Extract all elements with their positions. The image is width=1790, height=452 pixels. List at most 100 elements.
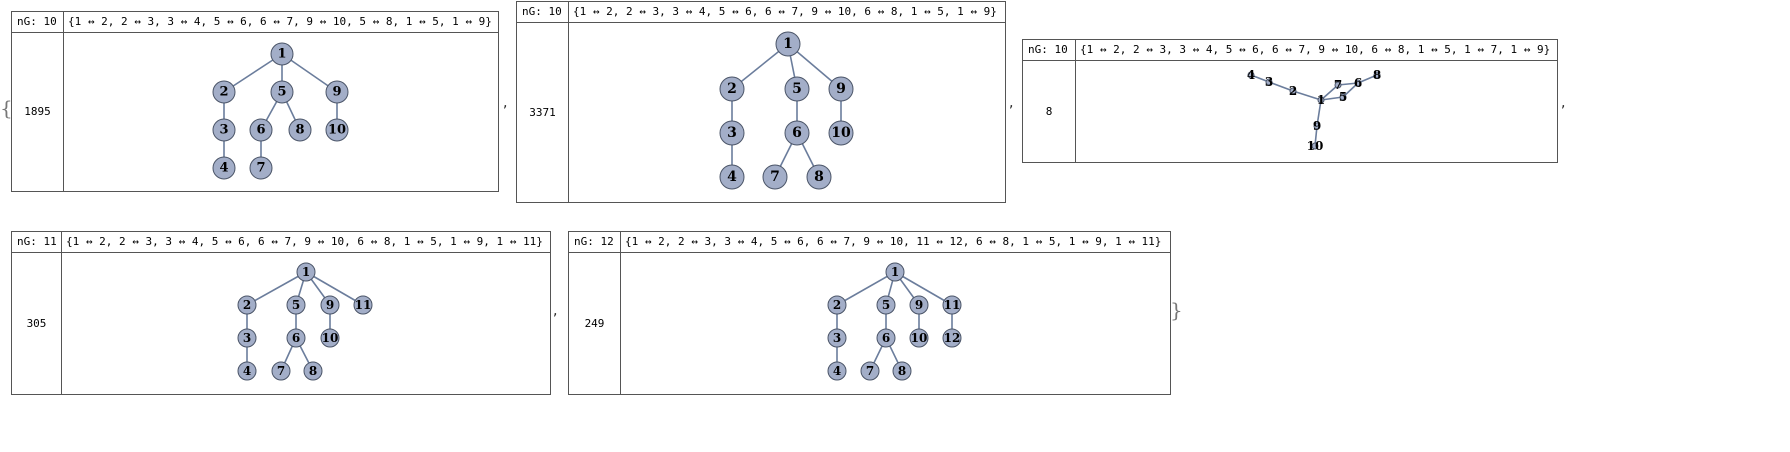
graph-node-6 bbox=[876, 328, 896, 348]
graph-node-7 bbox=[1334, 81, 1342, 89]
graph-node-2 bbox=[237, 295, 257, 315]
graph-node-label-2: 2 bbox=[833, 298, 841, 312]
graph-node-9 bbox=[320, 295, 340, 315]
graph-panel-2: nG: 10 {1 ↔ 2, 2 ↔ 3, 3 ↔ 4, 5 ↔ 6, 6 ↔ … bbox=[516, 1, 1006, 203]
graph-node-6 bbox=[249, 118, 273, 142]
separator-comma: , bbox=[1009, 95, 1014, 111]
list-open-brace: { bbox=[0, 96, 13, 120]
graph-node-5 bbox=[876, 295, 896, 315]
panel-header: nG: 11 {1 ↔ 2, 2 ↔ 3, 3 ↔ 4, 5 ↔ 6, 6 ↔ … bbox=[12, 232, 550, 253]
graph-node-7 bbox=[249, 156, 273, 180]
graph-node-11 bbox=[942, 295, 962, 315]
graph-node-1 bbox=[296, 262, 316, 282]
panel-header: nG: 10 {1 ↔ 2, 2 ↔ 3, 3 ↔ 4, 5 ↔ 6, 6 ↔ … bbox=[12, 12, 498, 33]
graph-node-label-4: 4 bbox=[243, 364, 251, 378]
graph-node-label-9: 9 bbox=[915, 298, 923, 312]
panel-header: nG: 10 {1 ↔ 2, 2 ↔ 3, 3 ↔ 4, 5 ↔ 6, 6 ↔ … bbox=[1023, 40, 1557, 61]
graph-node-label-8: 8 bbox=[814, 169, 824, 185]
graph-node-4 bbox=[237, 361, 257, 381]
count-value: 249 bbox=[569, 252, 621, 394]
graph-edge-1-2 bbox=[1292, 90, 1322, 101]
separator-comma: , bbox=[1561, 95, 1566, 111]
graph-node-label-6: 6 bbox=[292, 331, 300, 345]
graph-node-label-9: 9 bbox=[326, 298, 334, 312]
graph-node-12 bbox=[942, 328, 962, 348]
graph-node-2 bbox=[827, 295, 847, 315]
graph-node-label-10: 10 bbox=[831, 125, 851, 141]
graph-node-9 bbox=[909, 295, 929, 315]
graph-node-label-2: 2 bbox=[1289, 84, 1297, 98]
graph-node-3 bbox=[1265, 78, 1273, 86]
graph-node-label-4: 4 bbox=[219, 161, 228, 176]
count-value: 305 bbox=[12, 252, 62, 394]
panel-header: nG: 10 {1 ↔ 2, 2 ↔ 3, 3 ↔ 4, 5 ↔ 6, 6 ↔ … bbox=[517, 2, 1005, 23]
graph-edge-2-3 bbox=[1268, 81, 1294, 92]
graph-node-label-8: 8 bbox=[295, 123, 304, 138]
graph-node-label-9: 9 bbox=[836, 81, 846, 97]
graph-node-8 bbox=[1373, 71, 1381, 79]
ng-label: nG: 11 bbox=[12, 232, 62, 252]
graph-node-10 bbox=[909, 328, 929, 348]
graph-node-2 bbox=[212, 80, 236, 104]
graph-node-label-1: 1 bbox=[277, 47, 286, 62]
graph-node-10 bbox=[320, 328, 340, 348]
graph-edge-1-7 bbox=[1320, 84, 1339, 101]
graph-node-label-10: 10 bbox=[1307, 139, 1324, 153]
graph-node-5 bbox=[270, 80, 294, 104]
edge-list-text: {1 ↔ 2, 2 ↔ 3, 3 ↔ 4, 5 ↔ 6, 6 ↔ 7, 9 ↔ … bbox=[66, 235, 543, 248]
graph-node-4 bbox=[827, 361, 847, 381]
graph-node-label-3: 3 bbox=[219, 123, 228, 138]
graph-edge-1-2 bbox=[223, 53, 283, 93]
graph-node-label-4: 4 bbox=[833, 364, 841, 378]
graph-node-8 bbox=[303, 361, 323, 381]
panel-header: nG: 12 {1 ↔ 2, 2 ↔ 3, 3 ↔ 4, 5 ↔ 6, 6 ↔ … bbox=[569, 232, 1170, 253]
graph-node-label-9: 9 bbox=[1313, 119, 1321, 133]
graph-node-label-3: 3 bbox=[727, 125, 737, 141]
graph-node-1 bbox=[1317, 96, 1325, 104]
list-close-brace: } bbox=[1170, 298, 1183, 322]
graph-node-label-7: 7 bbox=[277, 364, 285, 378]
graph-edge-1-2 bbox=[246, 271, 307, 306]
graph-node-3 bbox=[719, 120, 745, 146]
graph-node-label-2: 2 bbox=[727, 81, 737, 97]
graph-node-label-5: 5 bbox=[882, 298, 890, 312]
graph-node-label-1: 1 bbox=[1317, 93, 1325, 107]
graph-node-10 bbox=[325, 118, 349, 142]
graph-node-2 bbox=[719, 76, 745, 102]
graph-node-label-5: 5 bbox=[1339, 90, 1347, 104]
separator-comma: , bbox=[503, 95, 508, 111]
graph-node-label-7: 7 bbox=[866, 364, 874, 378]
graph-node-label-1: 1 bbox=[891, 265, 899, 279]
graph-node-label-11: 11 bbox=[944, 298, 961, 312]
graph-node-3 bbox=[827, 328, 847, 348]
ng-label: nG: 10 bbox=[1023, 40, 1076, 60]
graph-edge-1-11 bbox=[305, 271, 364, 306]
graph-node-label-7: 7 bbox=[256, 161, 265, 176]
graph-panel-4: nG: 11 {1 ↔ 2, 2 ↔ 3, 3 ↔ 4, 5 ↔ 6, 6 ↔ … bbox=[11, 231, 551, 395]
graph-node-label-6: 6 bbox=[882, 331, 890, 345]
graph-node-6 bbox=[286, 328, 306, 348]
graph-node-4 bbox=[212, 156, 236, 180]
graph-node-5 bbox=[1339, 93, 1347, 101]
graph-node-label-10: 10 bbox=[911, 331, 928, 345]
graph-node-label-8: 8 bbox=[898, 364, 906, 378]
graph-node-label-3: 3 bbox=[833, 331, 841, 345]
graph-node-2 bbox=[1289, 87, 1297, 95]
edge-list-text: {1 ↔ 2, 2 ↔ 3, 3 ↔ 4, 5 ↔ 6, 6 ↔ 7, 9 ↔ … bbox=[1080, 43, 1551, 56]
graph-node-label-6: 6 bbox=[1354, 76, 1362, 90]
edge-list-text: {1 ↔ 2, 2 ↔ 3, 3 ↔ 4, 5 ↔ 6, 6 ↔ 7, 9 ↔ … bbox=[573, 5, 997, 18]
graph-node-7 bbox=[762, 164, 788, 190]
graph-node-7 bbox=[271, 361, 291, 381]
graph-edge-1-5 bbox=[1320, 96, 1344, 101]
graph-node-label-10: 10 bbox=[328, 123, 346, 138]
graph-node-label-8: 8 bbox=[1373, 68, 1381, 82]
count-value: 1895 bbox=[12, 32, 64, 191]
graph-node-9 bbox=[325, 80, 349, 104]
graph-node-5 bbox=[286, 295, 306, 315]
graph-panel-5: nG: 12 {1 ↔ 2, 2 ↔ 3, 3 ↔ 4, 5 ↔ 6, 6 ↔ … bbox=[568, 231, 1171, 395]
graph-node-label-8: 8 bbox=[309, 364, 317, 378]
